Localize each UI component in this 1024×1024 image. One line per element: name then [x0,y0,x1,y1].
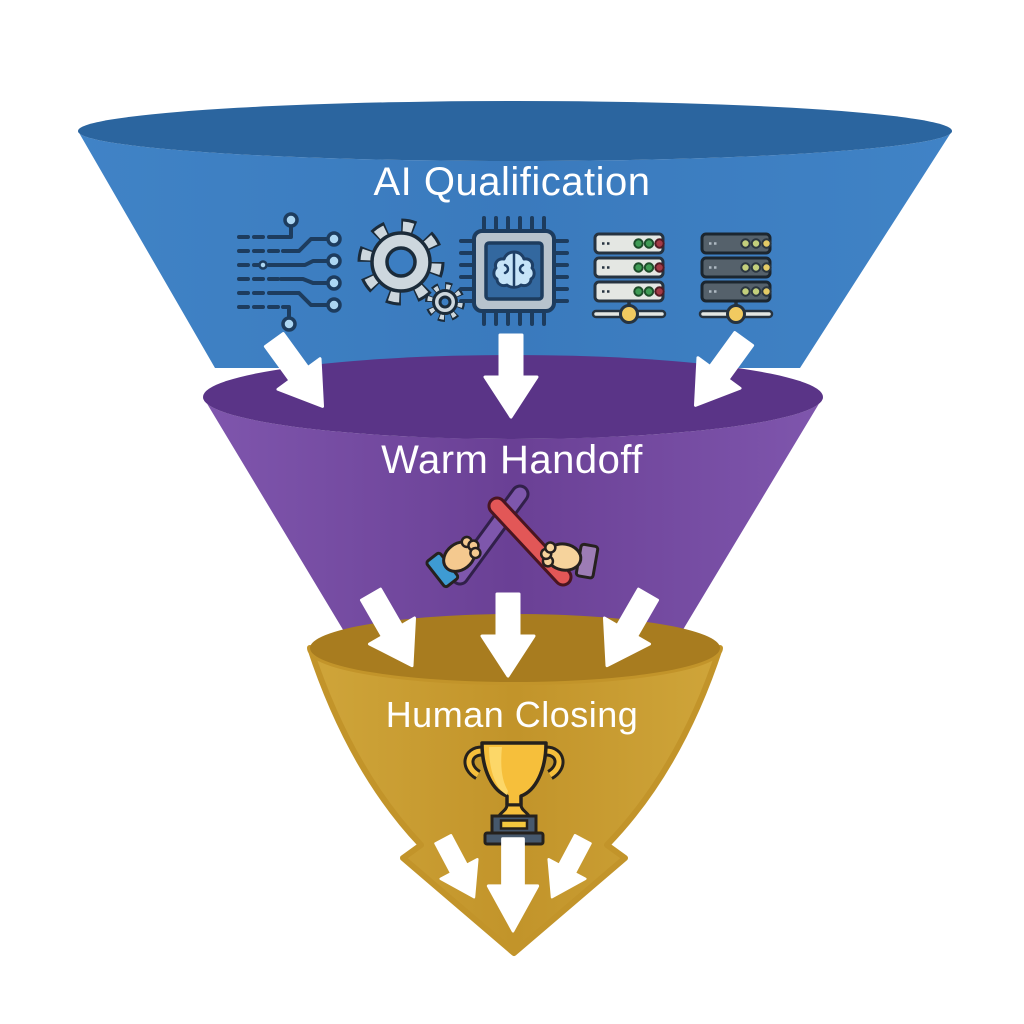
stage-ai-qualification: AI Qualification [78,101,952,368]
server-rack-dark-icon [698,232,774,324]
ai-chip-brain-icon [459,216,569,326]
right-hand [539,541,600,580]
stage-2-label: Warm Handoff [381,438,643,482]
circuit-branches-icon [237,212,342,332]
stage-1-label: AI Qualification [373,160,650,204]
trophy-icon [463,741,565,846]
stage-1-rim [78,101,952,161]
baton-handoff-icon [425,484,600,589]
stage-3-label: Human Closing [386,694,639,735]
server-rack-light-icon [591,232,667,324]
left-hand [425,535,482,589]
flow-arrows-funnel-exit [423,828,603,933]
